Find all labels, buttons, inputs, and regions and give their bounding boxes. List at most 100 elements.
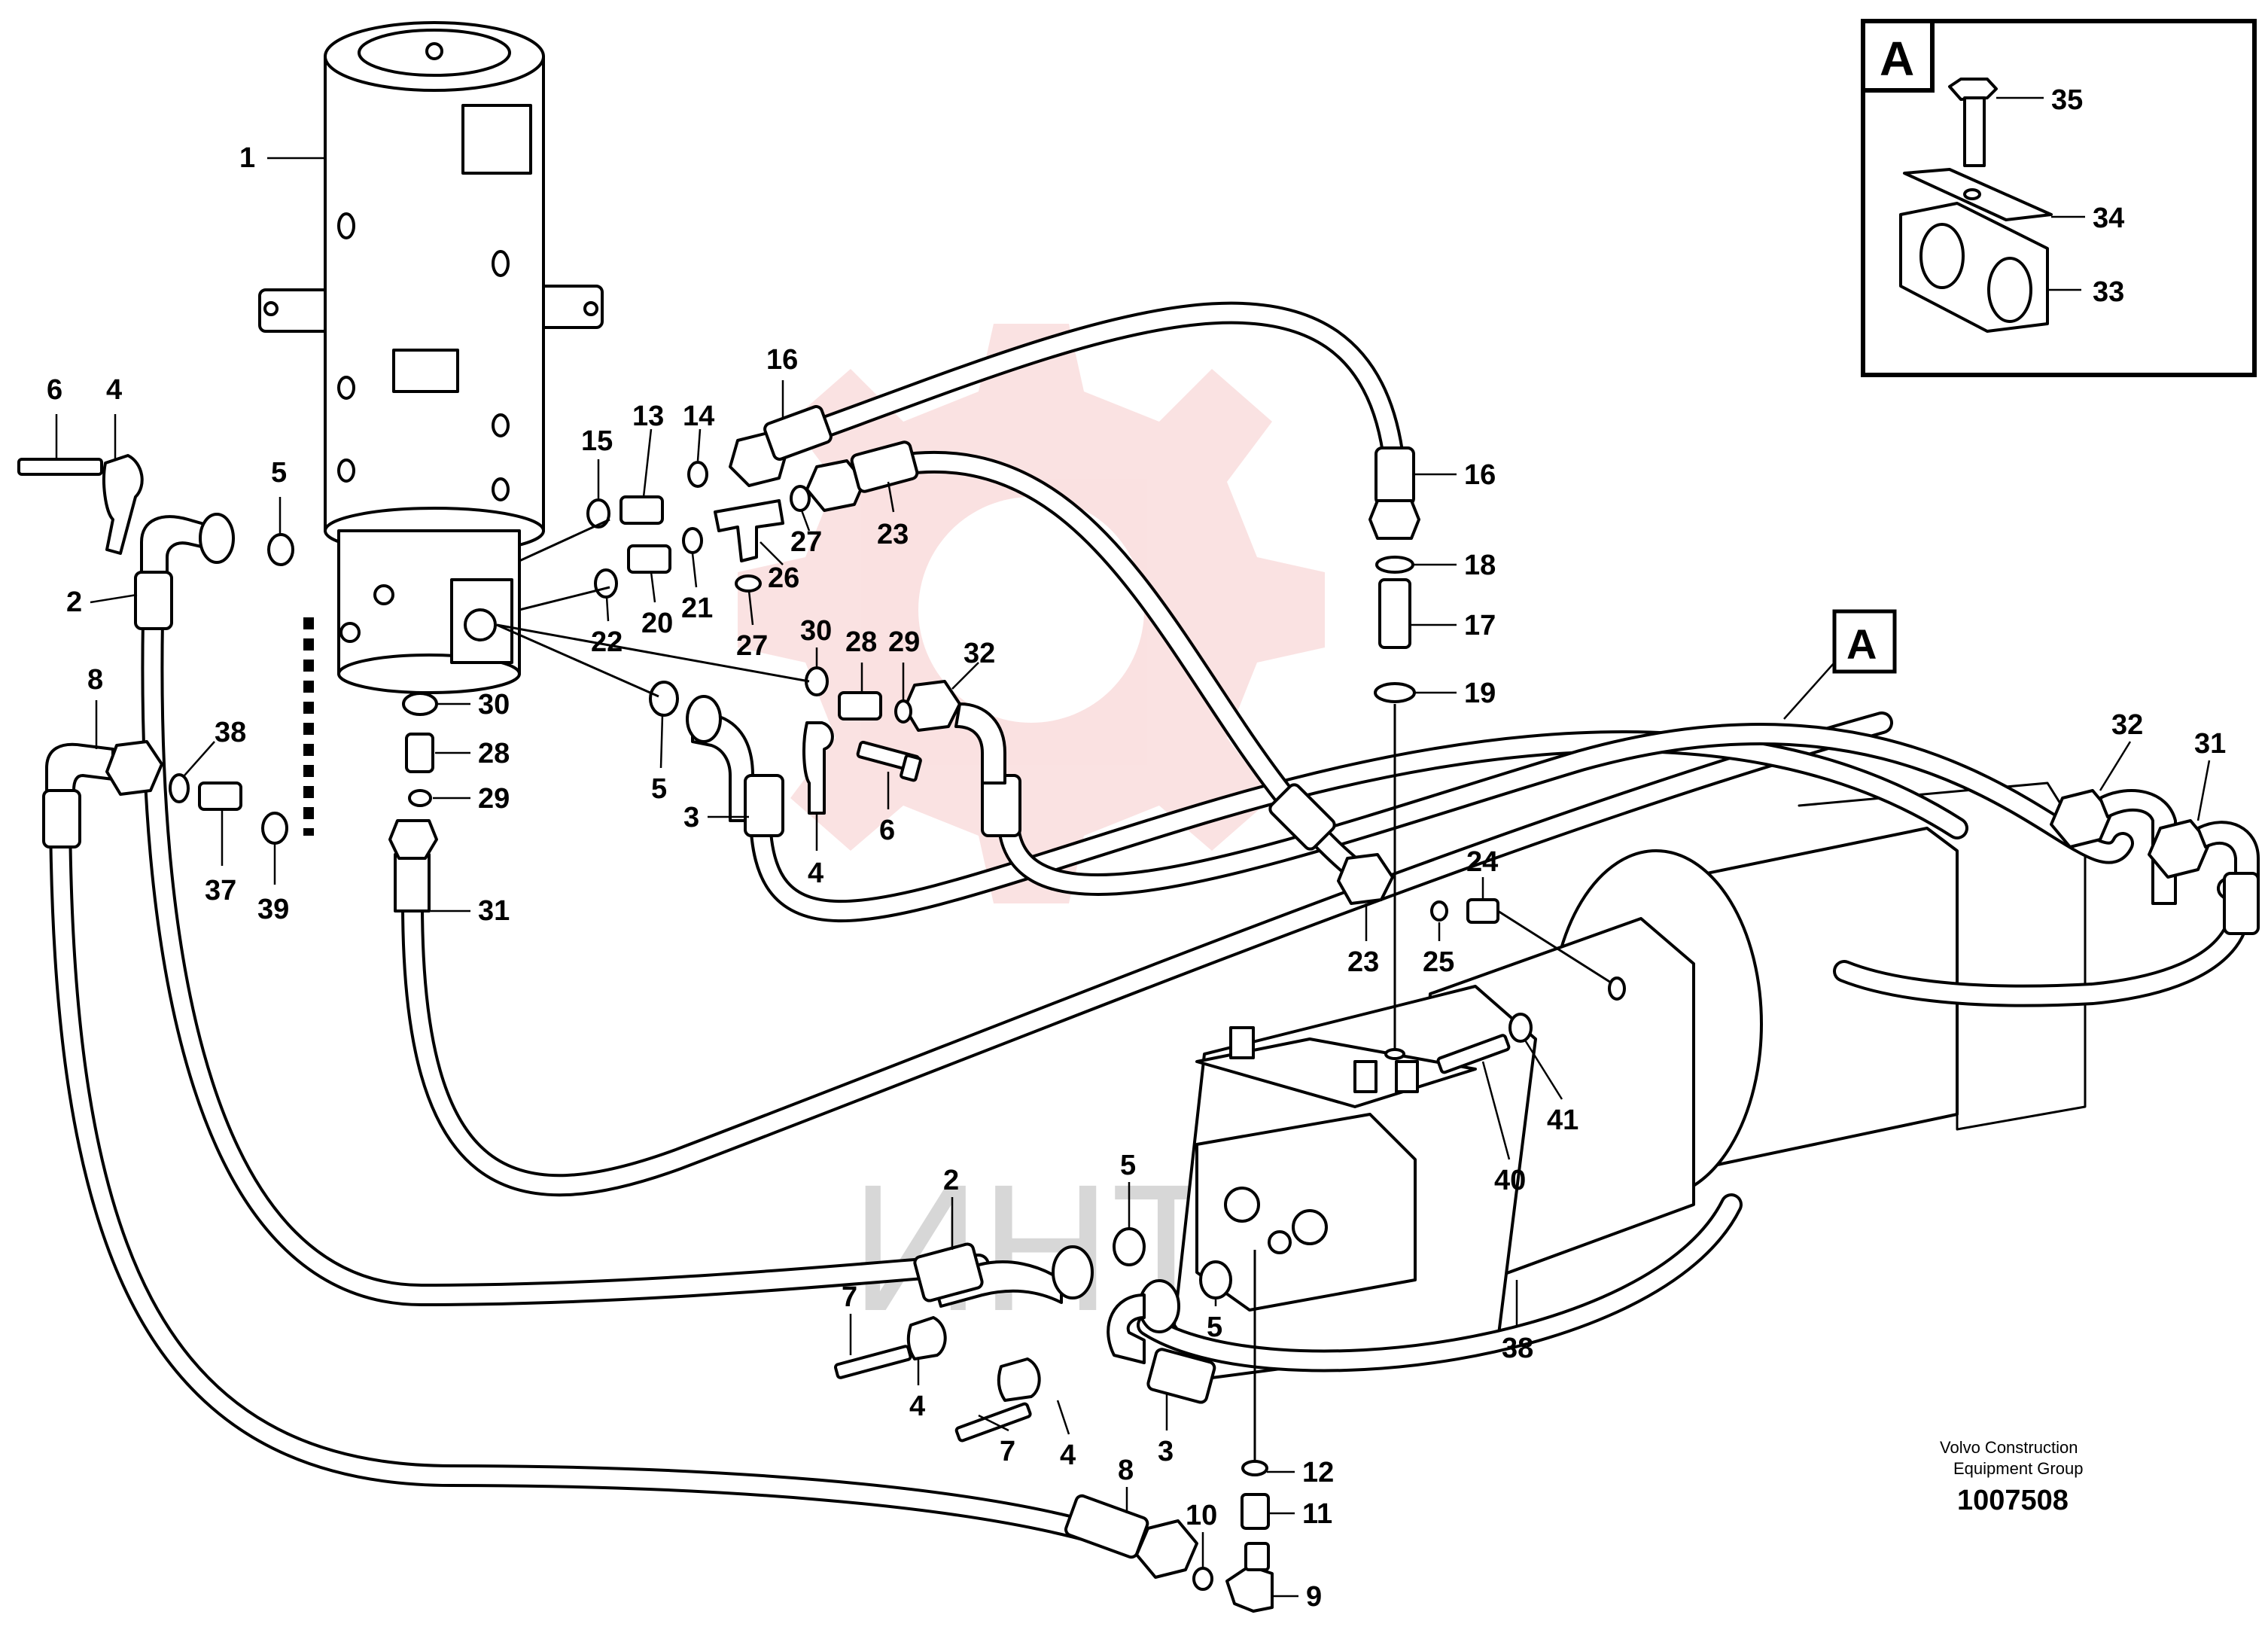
nipple-20: [627, 544, 671, 574]
callout-1: 1: [239, 142, 255, 174]
plate-34-hole: [1963, 188, 1981, 200]
hose-end-8-lower: [1064, 1494, 1149, 1559]
elbow-9: [1225, 1564, 1274, 1613]
callout-32-left: 32: [964, 638, 995, 669]
callout-29-lower: 29: [478, 783, 510, 815]
oring-27-b: [735, 574, 762, 593]
axis-line-4: [496, 623, 810, 683]
oring-29-lower: [408, 789, 432, 807]
detail-ref-frame: [1832, 609, 1897, 674]
bolt-35-shank: [1963, 96, 1986, 167]
nut-31-right: [2148, 819, 2211, 879]
oring-5-lower-b: [1199, 1260, 1232, 1299]
callout-10: 10: [1186, 1500, 1217, 1531]
washer-38: [261, 812, 288, 845]
callout-5-top: 5: [271, 457, 287, 489]
nut-8-left: [105, 740, 163, 796]
elbow-3-lower: [1107, 1293, 1146, 1364]
clamp-4-mid: [802, 721, 834, 815]
oring-5-top: [267, 533, 294, 566]
axis-line-2: [519, 586, 610, 611]
washer-37: [169, 773, 190, 803]
callout-23-right: 23: [1347, 946, 1379, 978]
washer-30-lower: [402, 692, 438, 716]
leader-40: [1481, 1061, 1511, 1160]
adapter-17: [1378, 578, 1411, 649]
bolt-head-6-mid: [900, 754, 922, 782]
detail-ref-leader: [1783, 662, 1835, 720]
motor-fitting-1: [1229, 1026, 1255, 1059]
callout-6-top: 6: [47, 374, 62, 406]
callout-7-a: 7: [842, 1281, 857, 1313]
callout-41: 41: [1547, 1104, 1578, 1136]
leader-22: [605, 596, 610, 622]
hose-end-3-left: [744, 774, 784, 837]
detail-letter: A: [1880, 32, 1914, 86]
hose-3-main-inner: [1140, 1196, 1740, 1370]
motor-port-b: [1292, 1209, 1328, 1245]
distributor-port-2: [492, 250, 510, 277]
callout-5-lower-a: 5: [1120, 1150, 1136, 1181]
leader-31-right: [2196, 760, 2211, 821]
leaders: [55, 157, 2211, 1598]
callout-19: 19: [1464, 678, 1496, 709]
washer-30-mid: [805, 666, 829, 696]
callout-22: 22: [591, 626, 623, 658]
callout-5-mid: 5: [651, 773, 667, 805]
callout-25: 25: [1423, 946, 1454, 978]
distributor-label-plate: [392, 349, 459, 393]
leader-32-right: [2099, 741, 2132, 791]
detail-box-a: A 35 34 33: [1861, 19, 2257, 377]
leader-7-b: [978, 1414, 1009, 1432]
callout-5-lower-b: 5: [1207, 1312, 1222, 1343]
callout-2-top: 2: [66, 586, 82, 618]
hose-3-upper-inner: [752, 733, 1965, 920]
washer-22: [594, 568, 618, 599]
bolt-35-head: [1948, 78, 1998, 101]
nut-23-right: [1337, 853, 1394, 905]
nipple-11: [1241, 1493, 1270, 1530]
callout-8-lower: 8: [1118, 1455, 1134, 1486]
detail-ref-letter: A: [1846, 620, 1877, 668]
leader-4-lower-b: [1056, 1400, 1070, 1435]
washer-12: [1241, 1460, 1268, 1476]
oring-5-mid: [649, 681, 679, 717]
callout-20: 20: [641, 608, 673, 639]
watermark: [738, 324, 1325, 903]
callout-4-top: 4: [106, 374, 122, 406]
clamp-4-lower-a: [906, 1316, 947, 1360]
hose-end-16-left: [763, 405, 833, 461]
footer-drawing-number: 1007508: [1957, 1485, 2069, 1516]
hose-end-31-right: [2223, 872, 2260, 935]
detail-letter-frame: [1861, 19, 1935, 93]
leader-5-mid: [659, 714, 664, 769]
nipple-28-lower: [405, 733, 434, 773]
callout-30-lower: 30: [478, 689, 510, 721]
callout-30-mid: 30: [800, 615, 832, 647]
axis-target: [1384, 1048, 1405, 1060]
distributor-port-4: [492, 413, 510, 437]
distributor-base-bottom: [337, 654, 521, 694]
callout-21: 21: [681, 593, 713, 624]
callout-17: 17: [1464, 610, 1496, 641]
footer: Volvo Construction Equipment Group 10075…: [1940, 1438, 2083, 1516]
callout-35: 35: [2051, 84, 2083, 116]
axis-line-3: [496, 623, 659, 698]
callout-14: 14: [683, 401, 714, 432]
motor-port-a: [1224, 1187, 1260, 1223]
callout-3-left: 3: [683, 802, 699, 833]
clamp-4-lower-b: [997, 1357, 1041, 1402]
footer-line2: Equipment Group: [1953, 1459, 2083, 1478]
flange-2-lower: [1052, 1245, 1094, 1299]
callout-27-b: 27: [736, 630, 768, 662]
leader-37: [184, 741, 215, 776]
callout-4-lower-a: 4: [909, 1391, 925, 1422]
oring-14: [687, 461, 708, 488]
nut-16-right: [1368, 499, 1420, 540]
oring-29-mid: [894, 699, 912, 724]
rotary-distributor: [258, 21, 604, 836]
callout-33: 33: [2093, 276, 2124, 308]
callout-13: 13: [632, 401, 664, 432]
callout-28-lower: 28: [478, 738, 510, 769]
